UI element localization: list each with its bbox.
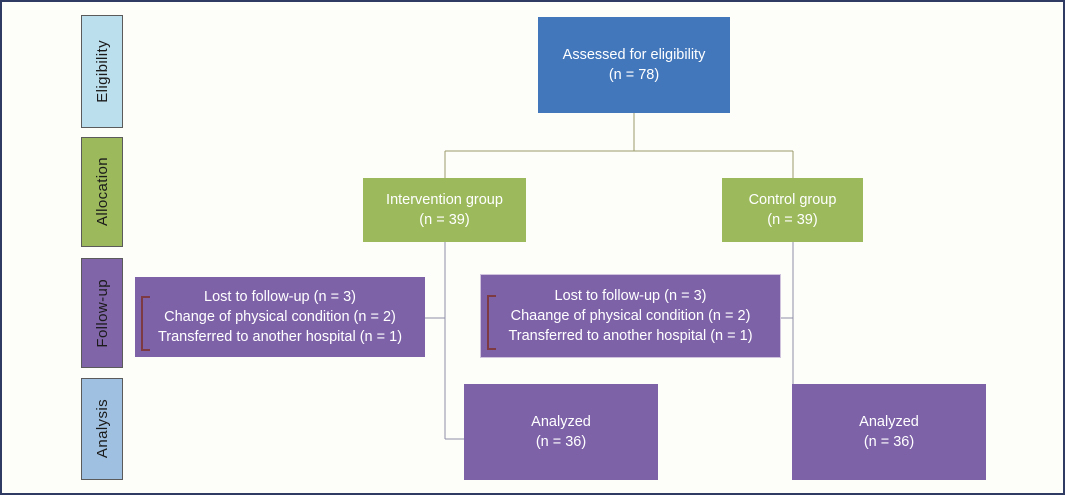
node-followup-right-line-2: Chaange of physical condition (n = 2): [510, 308, 751, 324]
node-analyzed-right-line-1: Analyzed: [859, 414, 919, 430]
node-followup-left-line-2: Change of physical condition (n = 2): [164, 309, 396, 325]
node-followup-left-line-3: Transferred to another hospital (n = 1): [157, 329, 403, 345]
node-intervention-group: Intervention group (n = 39): [363, 178, 526, 242]
node-analyzed-control: Analyzed (n = 36): [792, 384, 986, 480]
node-intervention-line-2: (n = 39): [419, 212, 470, 228]
node-analyzed-intervention: Analyzed (n = 36): [464, 384, 658, 480]
node-control-line-1: Control group: [748, 192, 837, 208]
node-control-line-2: (n = 39): [767, 212, 818, 228]
stage-label-followup-text: Follow-up: [93, 278, 111, 348]
stage-label-analysis: Analysis: [81, 378, 123, 480]
node-intervention-line-1: Intervention group: [386, 192, 503, 208]
stage-label-eligibility-text: Eligibility: [93, 40, 111, 103]
node-analyzed-left-line-2: (n = 36): [535, 434, 587, 450]
node-assessed-line-2: (n = 78): [608, 67, 660, 83]
stage-label-allocation: Allocation: [81, 137, 123, 247]
stage-label-allocation-text: Allocation: [93, 157, 111, 227]
node-followup-control: Lost to follow-up (n = 3) Chaange of phy…: [481, 275, 780, 357]
node-assessed-for-eligibility: Assessed for eligibility (n = 78): [538, 17, 730, 113]
stage-label-eligibility: Eligibility: [81, 15, 123, 128]
node-followup-intervention: Lost to follow-up (n = 3) Change of phys…: [135, 277, 425, 357]
node-followup-right-line-1: Lost to follow-up (n = 3): [554, 288, 707, 304]
node-analyzed-left-line-1: Analyzed: [531, 414, 591, 430]
node-followup-right-line-3: Transferred to another hospital (n = 1): [508, 328, 753, 344]
node-followup-left-line-1: Lost to follow-up (n = 3): [204, 289, 356, 305]
stage-label-analysis-text: Analysis: [93, 399, 111, 459]
stage-label-followup: Follow-up: [81, 258, 123, 368]
node-analyzed-right-line-2: (n = 36): [863, 434, 915, 450]
node-control-group: Control group (n = 39): [722, 178, 863, 242]
node-assessed-line-1: Assessed for eligibility: [562, 47, 706, 63]
